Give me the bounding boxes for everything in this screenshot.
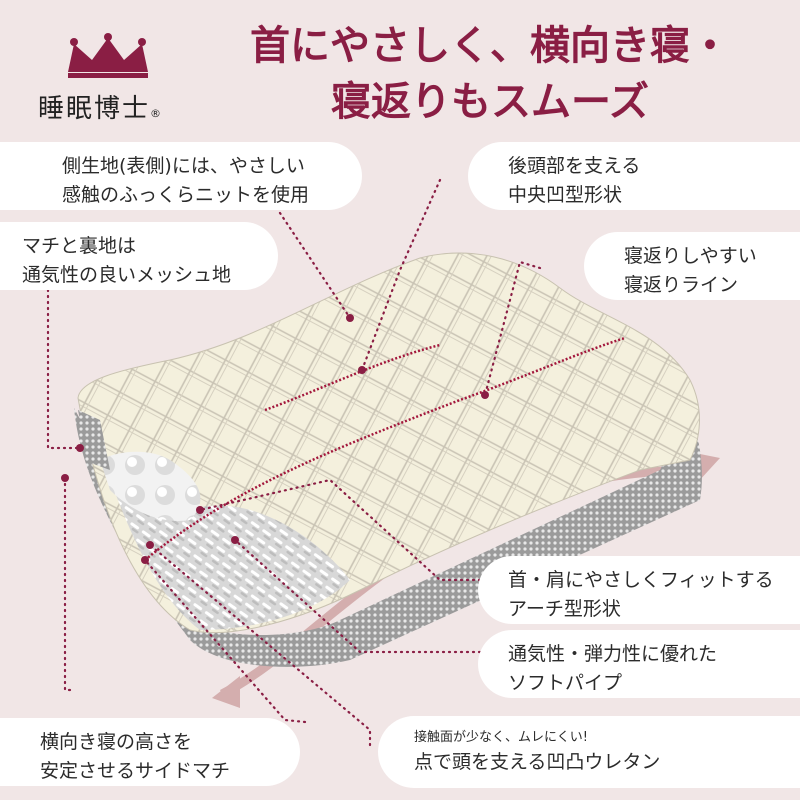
stitch-line-upper (264, 343, 441, 412)
pipe-fill (100, 450, 350, 630)
callout-arch: 首・肩にやさしくフィットするアーチ型形状 (478, 556, 800, 624)
callout-urethane: 接触面が少なく、ムレにくい!点で頭を支える凹凸ウレタン (378, 716, 800, 788)
headline: 首にやさしく、横向き寝・ 寝返りもスムーズ (190, 18, 790, 130)
crown-icon (68, 33, 148, 78)
pillow-gusset (74, 408, 702, 667)
brand-name: 睡眠博士® (38, 94, 164, 124)
headline-line2: 寝返りもスムーズ (331, 79, 649, 125)
callout-pipe: 通気性・弾力性に優れたソフトパイプ (478, 630, 800, 698)
side-mesh (78, 410, 110, 470)
callout-roll-line: 寝返りしやすい寝返りライン (584, 232, 800, 300)
curve-arrow-head-left (212, 676, 240, 708)
urethane-layer (100, 451, 201, 521)
headline-line1: 首にやさしく、横向き寝・ (250, 23, 730, 69)
callout-center-recess: 後頭部を支える中央凹型形状 (468, 142, 800, 210)
stitch-line-lower (144, 336, 626, 561)
callout-mesh: マチと裏地は通気性の良いメッシュ地 (0, 222, 278, 290)
callout-side-fabric: 側生地(表側)には、やさしい感触のふっくらニットを使用 (0, 142, 362, 210)
callout-side-gusset: 横向き寝の高さを安定させるサイドマチ (0, 718, 300, 786)
